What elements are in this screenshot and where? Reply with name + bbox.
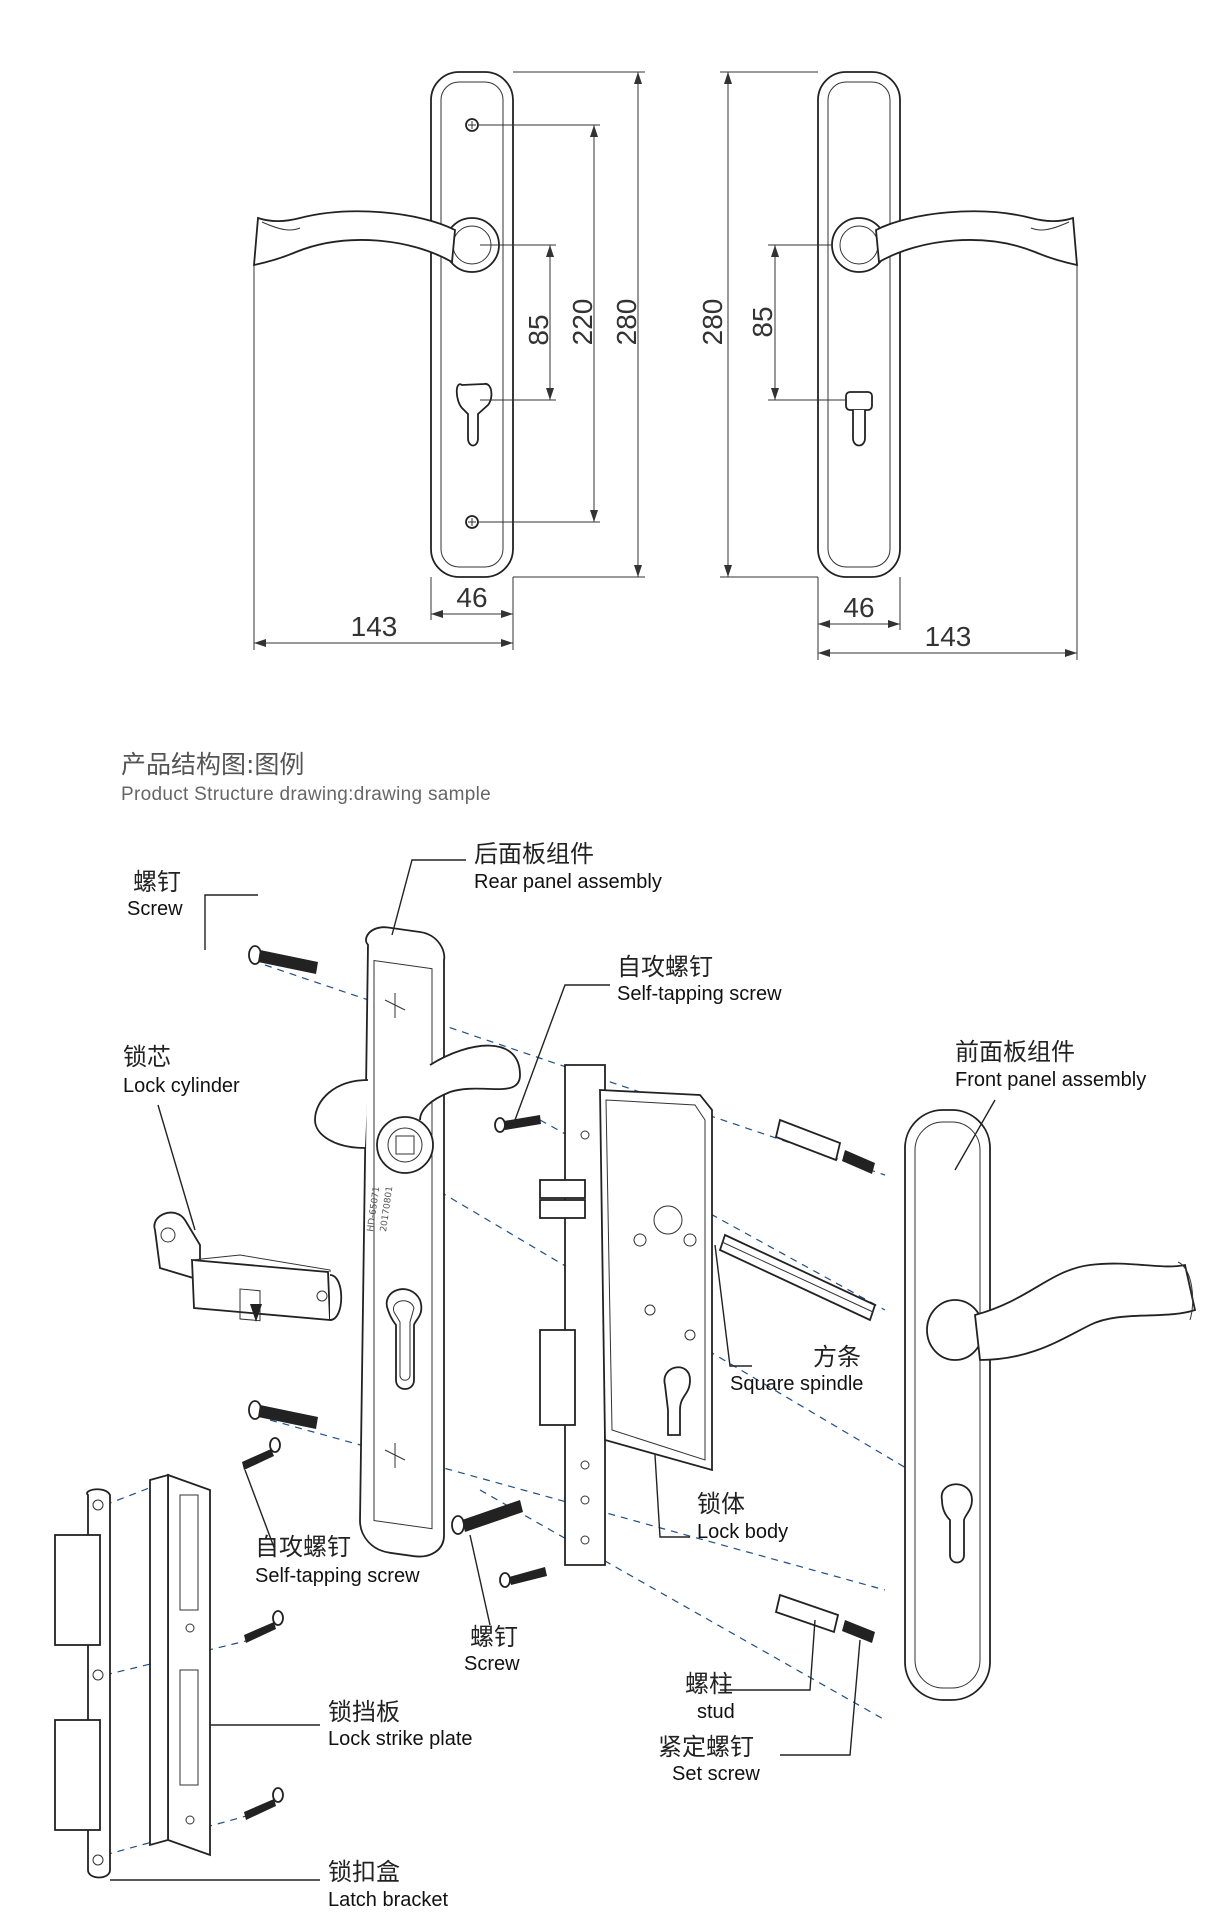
callout-lock-body: 锁体 Lock body: [697, 1490, 788, 1543]
label-lock-cylinder-en: Lock cylinder: [123, 1075, 240, 1097]
label-lock-body-en: Lock body: [697, 1521, 788, 1543]
label-set-screw-en: Set screw: [672, 1763, 760, 1785]
callout-screw-top: 螺钉 Screw: [127, 868, 183, 920]
small-screw-bottom: [244, 1787, 284, 1820]
label-stud-en: stud: [697, 1701, 735, 1723]
square-spindle-part: [718, 1233, 877, 1322]
stud-bottom: [774, 1593, 875, 1643]
callout-strike-plate: 锁挡板 Lock strike plate: [328, 1698, 473, 1750]
lock-strike-plate-part: [149, 1473, 211, 1857]
label-lock-body-cn: 锁体: [697, 1490, 745, 1518]
front-panel-elevation: 280 85 46 143: [697, 71, 1078, 660]
callout-square-spindle: 方条 Square spindle: [730, 1343, 863, 1395]
front-dim-46: 46: [843, 592, 874, 623]
label-latch-bracket-en: Latch bracket: [328, 1889, 449, 1911]
label-self-tapping-bottom-cn: 自攻螺钉: [255, 1533, 351, 1561]
callout-stud: 螺柱 stud: [685, 1670, 735, 1723]
self-tapping-screw-bottom: [499, 1567, 547, 1588]
label-self-tapping-top-en: Self-tapping screw: [617, 983, 782, 1005]
section-title-cn: 产品结构图:图例: [121, 750, 304, 779]
self-tapping-screw-top: [494, 1115, 541, 1133]
section-title-en: Product Structure drawing:drawing sample: [121, 784, 491, 805]
label-square-spindle-en: Square spindle: [730, 1373, 863, 1395]
callout-latch-bracket: 锁扣盒 Latch bracket: [328, 1858, 449, 1911]
exploded-assembly: HD-65071 20170801: [54, 859, 1197, 1881]
self-tapping-screw-left: [242, 1437, 281, 1470]
small-screw-mid: [244, 1610, 284, 1643]
rear-dim-143: 143: [351, 611, 398, 642]
callout-screw-bottom: 螺钉 Screw: [464, 1623, 520, 1675]
lock-body-part: [539, 1064, 713, 1566]
front-dim-280: 280: [697, 299, 728, 346]
callout-self-tapping-bottom: 自攻螺钉 Self-tapping screw: [255, 1533, 420, 1587]
label-screw-bottom-en: Screw: [464, 1653, 520, 1675]
label-screw-bottom-cn: 螺钉: [470, 1623, 518, 1651]
screw-long-mid: [248, 1400, 318, 1429]
label-square-spindle-cn: 方条: [813, 1343, 861, 1371]
callout-self-tapping-top: 自攻螺钉 Self-tapping screw: [617, 953, 782, 1005]
label-self-tapping-top-cn: 自攻螺钉: [617, 953, 713, 981]
callout-front-panel: 前面板组件 Front panel assembly: [955, 1038, 1146, 1091]
label-self-tapping-bottom-en: Self-tapping screw: [255, 1565, 420, 1587]
latch-bracket-part: [54, 1488, 111, 1879]
rear-dim-220: 220: [567, 299, 598, 346]
callout-lock-cylinder: 锁芯 Lock cylinder: [123, 1043, 240, 1097]
stud-top: [774, 1118, 875, 1174]
rear-panel-part: HD-65071 20170801: [314, 926, 521, 1558]
label-front-panel-en: Front panel assembly: [955, 1069, 1146, 1091]
rear-dim-85: 85: [523, 314, 554, 345]
label-strike-plate-cn: 锁挡板: [328, 1698, 400, 1726]
callout-set-screw: 紧定螺钉 Set screw: [658, 1733, 760, 1785]
rear-dim-280: 280: [611, 299, 642, 346]
label-rear-panel-en: Rear panel assembly: [474, 871, 662, 893]
label-front-panel-cn: 前面板组件: [955, 1038, 1075, 1066]
front-dim-85: 85: [747, 306, 778, 337]
lock-cylinder-part: [153, 1211, 343, 1322]
label-lock-cylinder-cn: 锁芯: [123, 1043, 171, 1071]
screw-long-top: [248, 945, 318, 974]
label-rear-panel-cn: 后面板组件: [474, 840, 594, 868]
rear-dim-46: 46: [456, 582, 487, 613]
label-set-screw-cn: 紧定螺钉: [658, 1733, 754, 1761]
label-strike-plate-en: Lock strike plate: [328, 1728, 473, 1750]
label-screw-top-en: Screw: [127, 898, 183, 920]
label-stud-cn: 螺柱: [685, 1670, 733, 1698]
rear-panel-elevation: 85 220 280 46 143: [253, 71, 645, 650]
label-screw-top-cn: 螺钉: [133, 868, 181, 896]
front-dim-143: 143: [925, 621, 972, 652]
front-panel-part: [904, 1109, 1197, 1701]
callout-rear-panel: 后面板组件 Rear panel assembly: [474, 840, 662, 893]
screw-long-bottom: [451, 1500, 523, 1535]
label-latch-bracket-cn: 锁扣盒: [328, 1858, 400, 1886]
